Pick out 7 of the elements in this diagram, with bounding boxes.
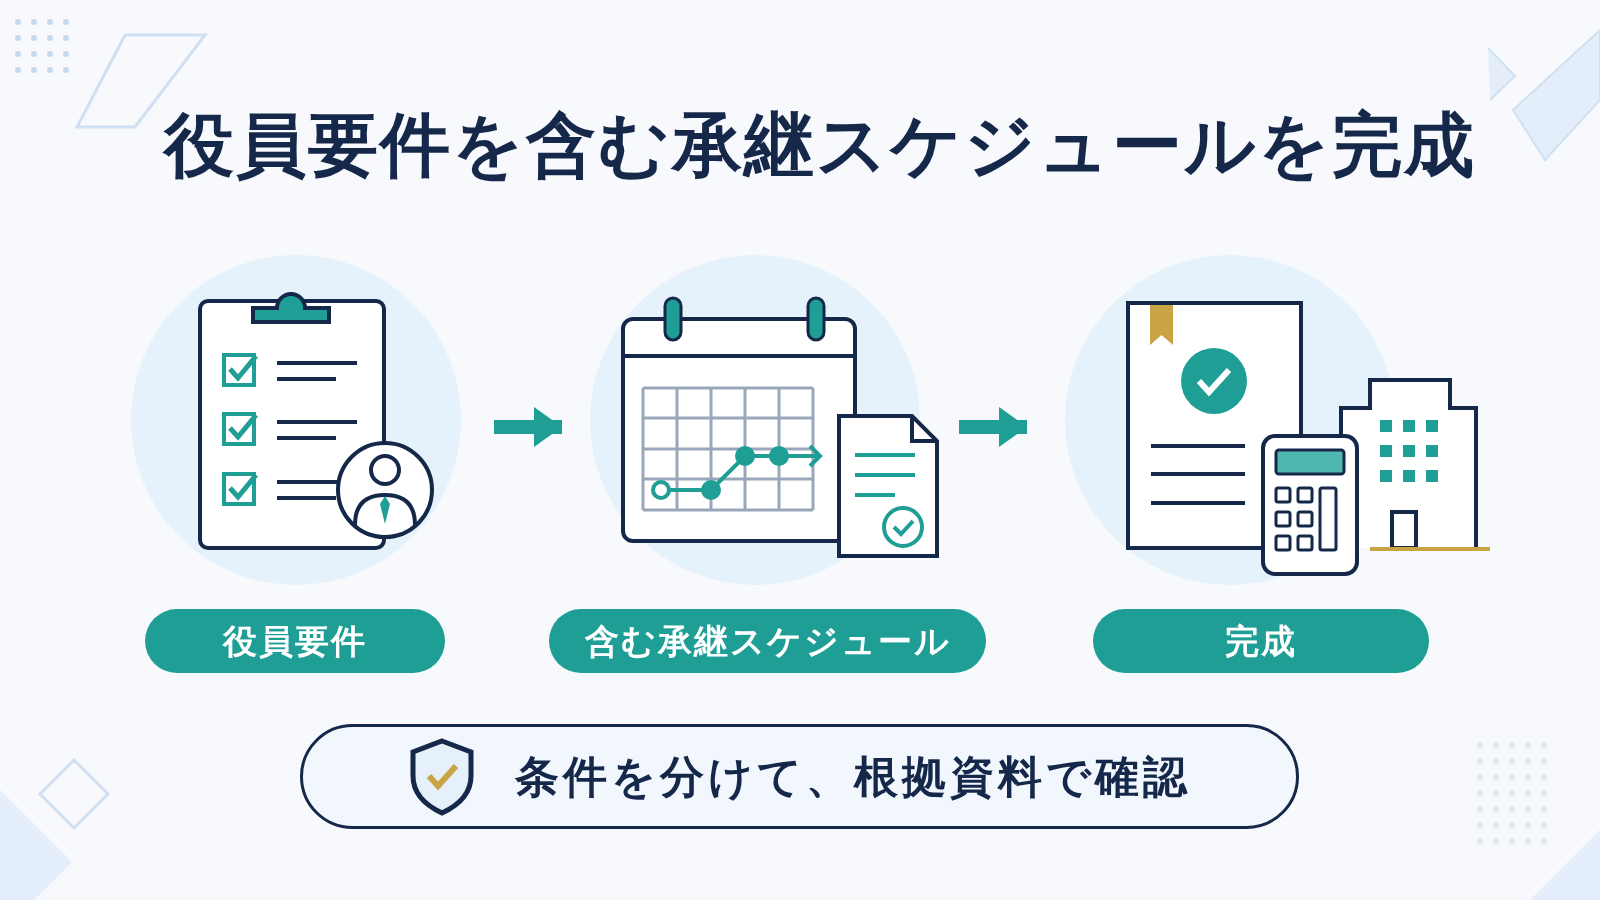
note-text: 条件を分けて、根拠資料で確認 bbox=[514, 749, 1191, 804]
arrow bbox=[494, 407, 562, 447]
arrow bbox=[959, 407, 1027, 447]
title: 役員要件を含む承継スケジュールを完成 bbox=[161, 110, 1477, 180]
step-label-pill: 役員要件 bbox=[145, 609, 445, 673]
step-label-pill: 完成 bbox=[1093, 609, 1429, 673]
step-label-pill: 含む承継スケジュール bbox=[549, 609, 986, 673]
